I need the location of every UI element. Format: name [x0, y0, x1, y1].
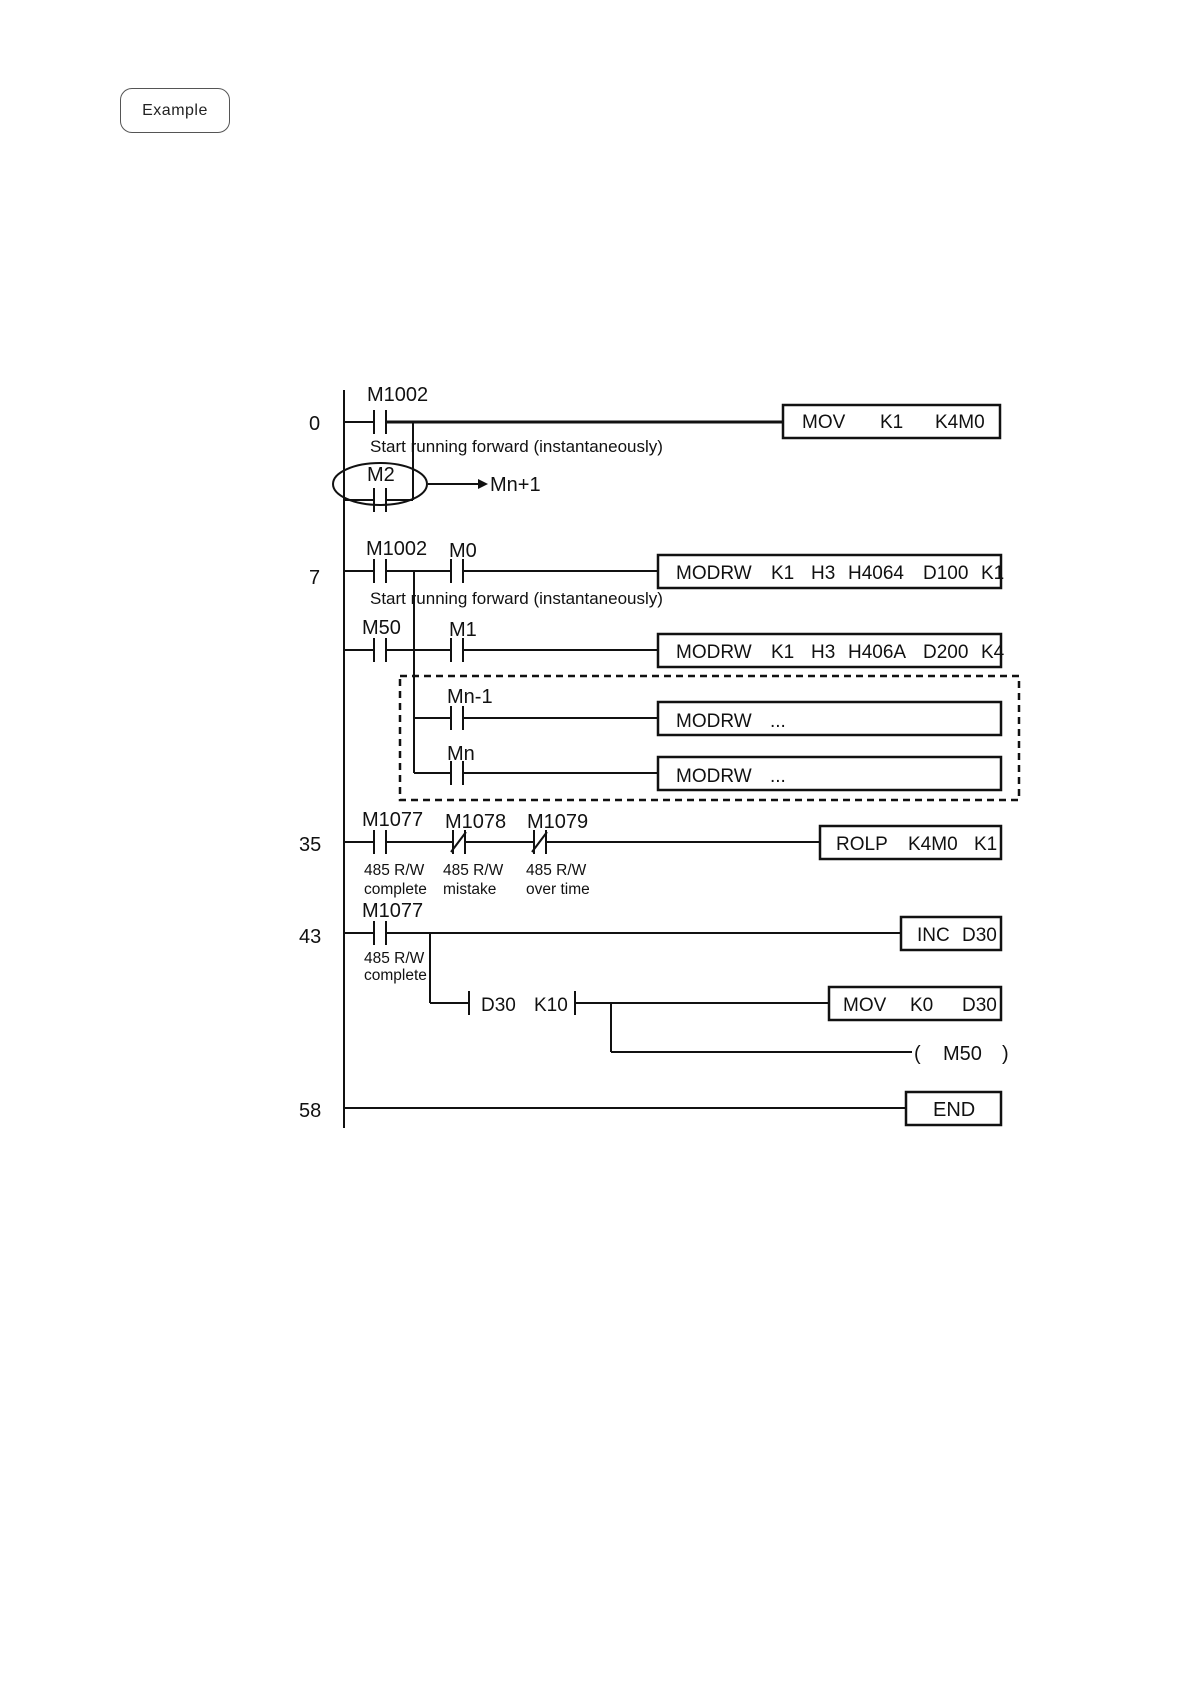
caption-m1077-line2: complete	[364, 881, 427, 898]
m2-highlight-ellipse	[332, 462, 428, 506]
mov-k0-op: MOV	[843, 995, 887, 1016]
step-58: 58	[299, 1100, 321, 1122]
contact-m1: M1	[449, 619, 477, 641]
rolp-op: ROLP	[836, 834, 888, 855]
contact-m1079: M1079	[527, 811, 588, 833]
modrw-2-arg5: K4	[981, 642, 1005, 663]
contact-m1077-a: M1077	[362, 809, 423, 831]
modrw-2-arg4: D200	[923, 642, 968, 663]
mov-k0-box	[827, 985, 1003, 1022]
example-badge: Example	[120, 88, 230, 133]
mov-k1-box	[781, 403, 1002, 440]
caption-m1078-line1: 485 R/W	[443, 862, 504, 879]
modrw-1-arg5: K1	[981, 563, 1004, 584]
modrw-4-op: MODRW	[676, 766, 752, 787]
contact-mn: Mn	[447, 743, 475, 765]
note-mn-plus-1: Mn+1	[490, 474, 541, 496]
coil-m50: M50	[943, 1043, 982, 1065]
contact-m1077-b: M1077	[362, 900, 423, 922]
step-7: 7	[309, 567, 320, 589]
step-0: 0	[309, 413, 320, 435]
coil-right-paren: )	[1002, 1043, 1009, 1065]
contact-m1002-b: M1002	[366, 538, 427, 560]
modrw-2-box	[656, 632, 1003, 669]
contact-m2: M2	[367, 464, 395, 486]
caption-m1077b-line1: 485 R/W	[364, 950, 425, 967]
contact-m50: M50	[362, 617, 401, 639]
modrw-1-arg2: H3	[811, 563, 835, 584]
contact-m1002-a: M1002	[367, 384, 428, 406]
mov-k1-arg1: K1	[880, 412, 903, 433]
modrw-4-ellipsis: ...	[770, 766, 786, 787]
modrw-1-arg3: H4064	[848, 563, 904, 584]
caption-m1077b-line2: complete	[364, 967, 427, 984]
step-43: 43	[299, 926, 321, 948]
modrw-2-arg3: H406A	[848, 642, 906, 663]
rolp-box	[818, 824, 1003, 861]
compare-arg1: D30	[481, 995, 516, 1016]
end-op: END	[933, 1099, 975, 1121]
caption-m1079-line2: over time	[526, 881, 590, 898]
modrw-2-arg2: H3	[811, 642, 835, 663]
rolp-arg1: K4M0	[908, 834, 958, 855]
modrw-2-arg1: K1	[771, 642, 794, 663]
caption-m1079-line1: 485 R/W	[526, 862, 587, 879]
contact-mn-minus-1: Mn-1	[447, 686, 493, 708]
contact-m0: M0	[449, 540, 477, 562]
coil-left-paren: (	[914, 1043, 921, 1065]
modrw-3-ellipsis: ...	[770, 711, 786, 732]
modrw-3-box	[656, 700, 1003, 737]
note-start-forward-b: Start running forward (instantaneously)	[370, 589, 663, 608]
modrw-1-arg1: K1	[771, 563, 794, 584]
caption-m1077-line1: 485 R/W	[364, 862, 425, 879]
modrw-1-arg4: D100	[923, 563, 968, 584]
inc-op: INC	[917, 925, 950, 946]
mov-k1-op: MOV	[802, 412, 846, 433]
compare-arg2: K10	[534, 995, 568, 1016]
modrw-1-box	[656, 553, 1003, 590]
end-box	[904, 1090, 1003, 1127]
mov-k1-arg2: K4M0	[935, 412, 985, 433]
modrw-2-op: MODRW	[676, 642, 752, 663]
note-start-forward-a: Start running forward (instantaneously)	[370, 437, 663, 456]
mov-k0-arg1: K0	[910, 995, 933, 1016]
caption-m1078-line2: mistake	[443, 881, 496, 898]
modrw-3-op: MODRW	[676, 711, 752, 732]
contact-m1078: M1078	[445, 811, 506, 833]
inc-box	[899, 915, 1003, 952]
mov-k0-arg2: D30	[962, 995, 997, 1016]
modrw-1-op: MODRW	[676, 563, 752, 584]
inc-arg1: D30	[962, 925, 997, 946]
rolp-arg2: K1	[974, 834, 997, 855]
modrw-4-box	[656, 755, 1003, 792]
step-35: 35	[299, 834, 321, 856]
